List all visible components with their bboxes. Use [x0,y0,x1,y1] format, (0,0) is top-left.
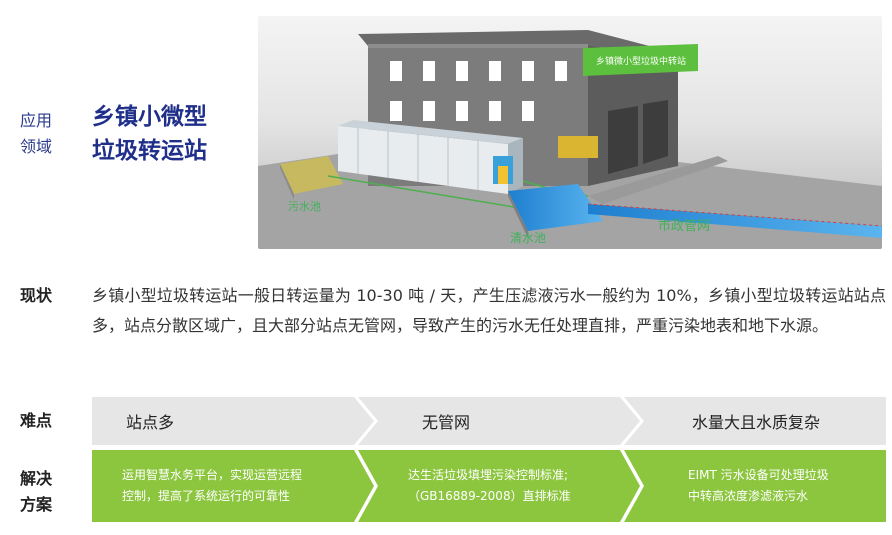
solution-chevron-1 [92,450,374,522]
application-area-label: 应用 领域 [20,111,53,156]
solution-label: 解决 方案 [20,469,53,514]
building-sign: 乡镇微小型垃圾中转站 [583,44,698,76]
difficulty-chevron-2 [358,397,640,445]
difficulty-item-2: 无管网 [422,413,471,432]
difficulty-chevron-3 [624,397,886,445]
difficulty-chevron-1 [92,397,374,445]
clean-water-pool: 清水池 [508,184,603,245]
solution-steps: 运用智慧水务平台，实现运营远程 控制，提高了系统运行的可靠性 达生活垃圾填埋污染… [92,450,886,522]
sewage-pool: 污水池 [280,156,343,213]
difficulty-chevrons [92,397,886,445]
difficulty-item-3: 水量大且水质复杂 [692,413,821,432]
svg-text:乡镇微小型垃圾中转站: 乡镇微小型垃圾中转站 [596,55,686,67]
eimt-container [338,120,523,194]
svg-text:清水池: 清水池 [510,231,546,245]
solution-item-1: 运用智慧水务平台，实现运营远程 控制，提高了系统运行的可靠性 [122,468,303,503]
solution-chevron-3 [624,450,886,522]
solution-item-3: EIMT 污水设备可处理垃圾 中转高浓度渗滤液污水 [688,468,829,503]
solution-chevron-2 [358,450,640,522]
svg-text:市政管网: 市政管网 [658,218,710,234]
difficulty-item-1: 站点多 [126,413,175,432]
svg-text:污水池: 污水池 [288,200,321,213]
solution-item-2: 达生活垃圾填埋污染控制标准; （GB16889-2008）直排标准 [408,468,571,503]
difficulty-steps: 站点多 无管网 水量大且水质复杂 [92,397,886,445]
status-description: 乡镇小型垃圾转运站一般日转运量为 10-30 吨 / 天，产生压滤液污水一般约为… [92,286,886,335]
status-label: 现状 [20,286,53,305]
transfer-station-illustration: 乡镇微小型垃圾中转站 污水池 清水池 [258,16,882,249]
page-title: 乡镇小微型 垃圾转运站 [92,104,207,164]
solution-chevrons [92,450,886,522]
difficulty-label: 难点 [20,411,53,430]
municipal-pipe-network: 市政管网 [587,156,882,238]
